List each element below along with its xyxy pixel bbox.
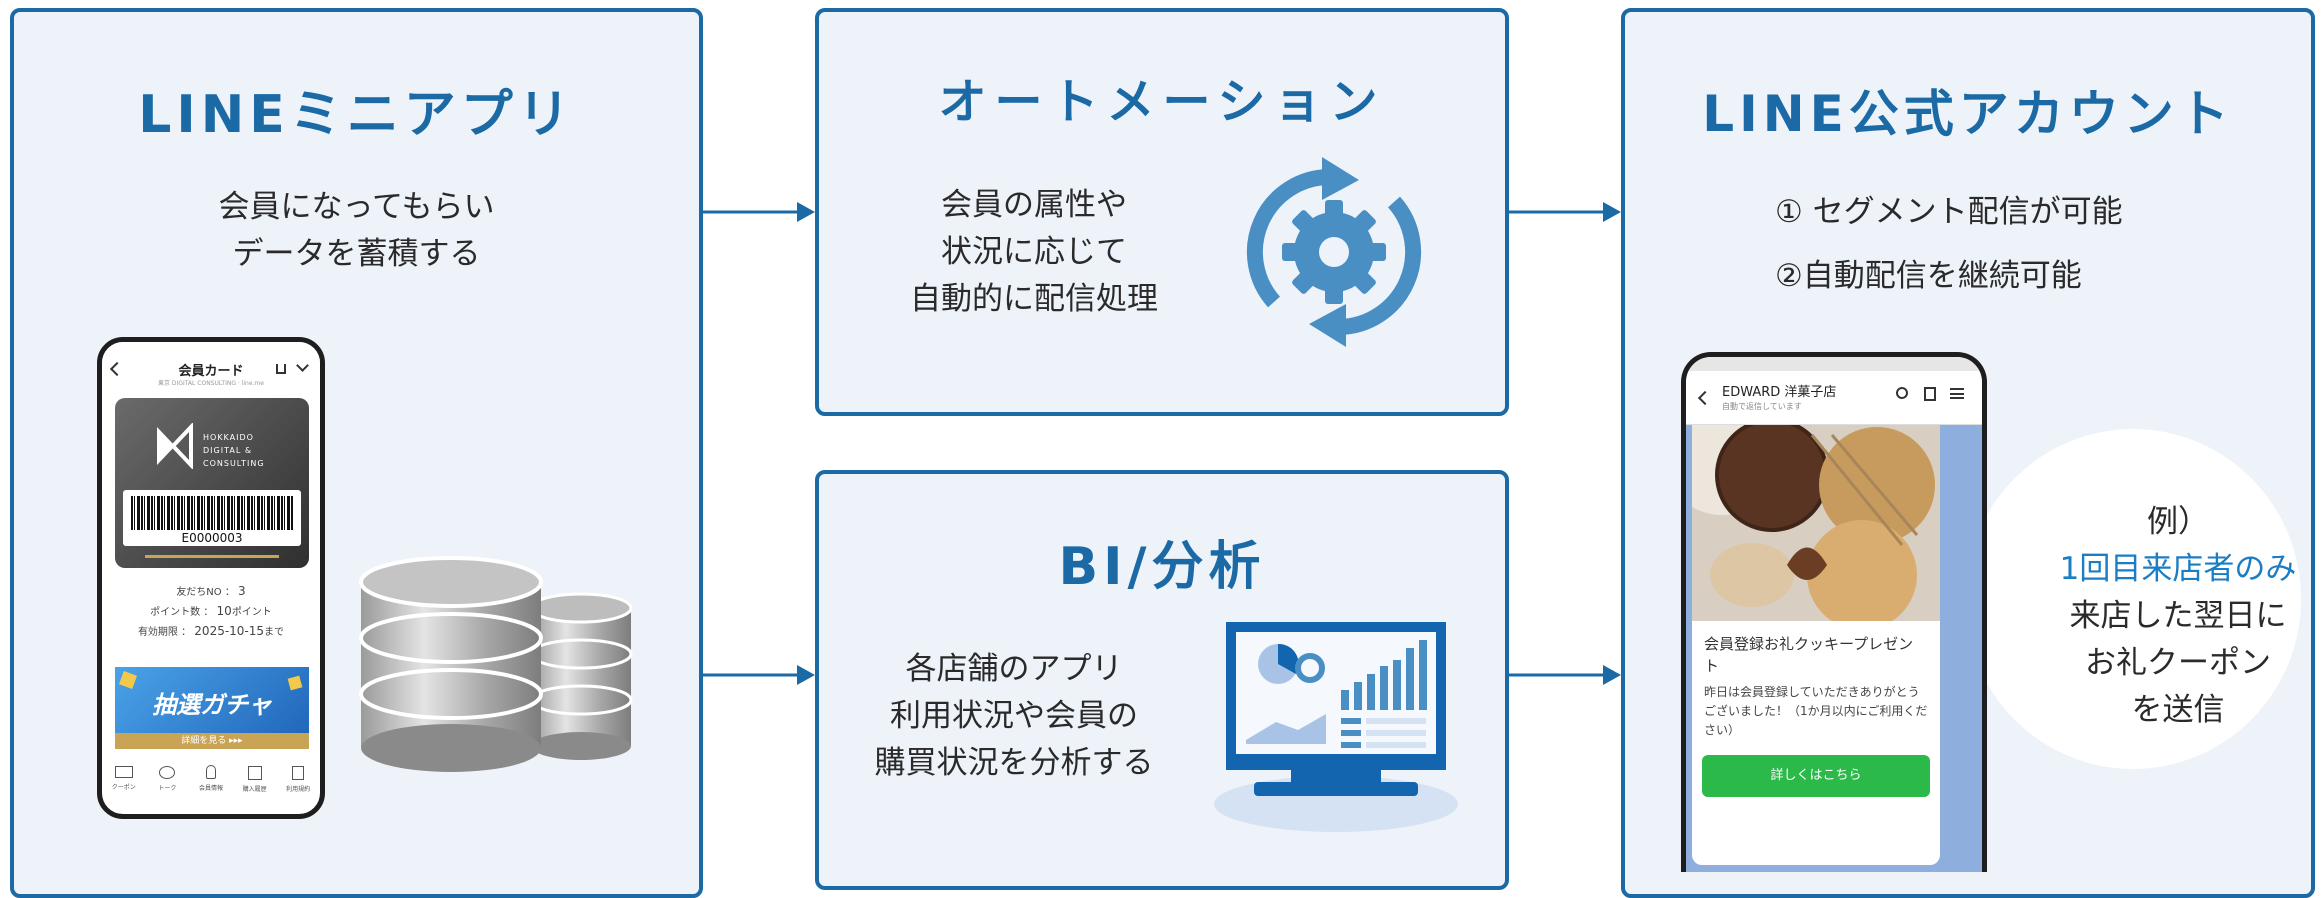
feature-item: ① セグメント配信が可能 [1775,194,2123,230]
arrow-miniapp-to-bi [703,665,815,685]
points-label: ポイント数 [150,607,201,618]
automation-desc: 会員の属性や 状況に応じて 自動的に配信処理 [879,182,1189,323]
feature-item: ②自動配信を継続可能 [1775,258,2082,294]
arrow-bi-to-official [1509,665,1621,685]
bi-desc-line: 購買状況を分析する [874,745,1154,781]
example-line: を送信 [2131,692,2225,728]
feature-list: ① セグメント配信が可能 ②自動配信を継続可能 [1775,180,2123,308]
menu-icon-bar [1950,393,1964,395]
expiry-value: 2025-10-15 [194,624,265,638]
chat-account-name: EDWARD 洋菓子店 [1722,385,1837,400]
message-body: 昨日は会員登録していただきありがとうございました！（1か月以内にご利用ください） [1704,685,1928,737]
phone-header: 会員カード 東京 DIGITAL CONSULTING · line.me [102,342,320,388]
nav-label: 会員情報 [198,785,223,792]
member-info: 友だちNO ： 3 ポイント数 ： 10ポイント 有効期限 ： 2025-10-… [102,582,320,642]
notch [1686,357,1982,371]
chat-message-card: 会員登録お礼クッキープレゼント 昨日は会員登録していただきありがとうございました… [1692,425,1940,865]
expiry-suffix: まで [264,627,285,638]
arrow-miniapp-to-automation [703,202,815,222]
barcode-number: E0000003 [181,531,243,545]
friend-no-row: 友だちNO ： 3 [176,584,246,598]
points-value: 10 [216,604,232,618]
bi-title: BI/分析 [1058,537,1266,597]
person-icon [205,765,216,779]
database-icon [359,556,633,772]
bi-panel: BI/分析 各店舗のアプリ 利用状況や会員の 購買状況を分析する [815,470,1509,890]
example-bubble: 例） 1回目来店者のみ 来店した翌日に お礼クーポン を送信 [1965,429,2301,769]
banner-title: 抽選ガチャ [152,691,272,719]
logo-line: CONSULTING [203,459,265,468]
bi-desc-line: 各店舗のアプリ [905,651,1123,687]
mini-app-desc: 会員になってもらい データを蓄積する [14,184,699,278]
nav-item-member[interactable]: 会員情報 [191,764,231,814]
bi-desc: 各店舗のアプリ 利用状況や会員の 購買状況を分析する [859,646,1169,787]
monitor-chart-icon [1214,622,1458,832]
logo-line: DIGITAL & [203,446,253,455]
document-icon [292,766,305,780]
automation-desc-line: 状況に応じて [941,234,1127,270]
details-button[interactable]: 詳しくはこちら [1702,755,1930,797]
logo-line: HOKKAIDO [203,433,254,442]
nav-item-terms[interactable]: 利用規約 [278,764,318,814]
example-text: 例） 1回目来店者のみ 来店した翌日に お礼クーポン を送信 [1965,499,2301,734]
automation-panel: オートメーション 会員の属性や 状況に応じて 自動的に配信処理 [815,8,1509,416]
chat-header: EDWARD 洋菓子店 自動で返信しています [1686,357,1982,425]
message-title: 会員登録お礼クッキープレゼント [1704,635,1914,675]
nav-item-coupon[interactable]: クーポン [104,764,144,814]
bottom-nav: クーポン トーク 会員情報 購入履歴 利用規約 [102,764,320,814]
nav-label: 購入履歴 [242,786,267,793]
search-icon[interactable] [1896,387,1908,399]
memo-icon[interactable] [1924,387,1936,401]
chat-bubble-icon [159,766,176,779]
lottery-banner[interactable]: 抽選ガチャ 詳細を見る ▸▸▸ [115,667,309,749]
automation-title: オートメーション [938,74,1386,130]
friend-no-label: 友だちNO [176,587,222,598]
points-unit: ポイント [231,607,272,618]
member-card-phone: 会員カード 東京 DIGITAL CONSULTING · line.me HO… [97,337,325,819]
gear-sync-icon [1246,157,1422,347]
mini-app-desc-line: データを蓄積する [232,236,481,272]
card-header-title: 会員カード [178,364,244,379]
example-highlight: 1回目来店者のみ [2059,551,2297,587]
nav-item-talk[interactable]: トーク [147,764,187,814]
card-header-sub: 東京 DIGITAL CONSULTING · line.me [158,380,264,387]
nav-item-history[interactable]: 購入履歴 [235,764,275,814]
cookie-photo [1692,425,1940,621]
barcode-box: E0000003 [123,490,301,546]
company-logo-text: HOKKAIDO DIGITAL & CONSULTING [203,431,265,470]
receipt-icon [247,766,262,780]
automation-desc-line: 会員の属性や [941,187,1127,223]
share-icon[interactable] [276,364,286,374]
example-line: 来店した翌日に [2069,598,2287,634]
mini-app-panel: LINEミニアプリ 会員になってもらい データを蓄積する 会員カード 東京 DI… [10,8,703,898]
chat-account-sub: 自動で返信しています [1722,402,1802,411]
mini-app-desc-line: 会員になってもらい [218,189,495,225]
expiry-row: 有効期限 ： 2025-10-15まで [137,624,285,638]
nav-label: クーポン [111,784,136,791]
company-logo-icon [157,423,193,469]
official-account-panel: LINE公式アカウント ① セグメント配信が可能 ②自動配信を継続可能 例） 1… [1621,8,2315,898]
example-label: 例） [2147,504,2209,540]
mini-app-title: LINEミニアプリ [138,85,575,145]
official-account-title: LINE公式アカウント [1702,85,2234,143]
expiry-label: 有効期限 [137,627,178,638]
line-chat-phone: EDWARD 洋菓子店 自動で返信しています 会員登録お礼クッキープレゼ [1681,352,1987,872]
back-icon[interactable] [1697,390,1713,406]
barcode [131,496,293,530]
friend-no-value: 3 [238,584,246,598]
nav-label: 利用規約 [286,786,311,793]
member-card: HOKKAIDO DIGITAL & CONSULTING E0000003 [115,398,309,568]
bi-desc-line: 利用状況や会員の [890,698,1138,734]
coupon-icon [114,766,133,778]
arrow-automation-to-official [1509,202,1621,222]
gold-line [145,555,279,558]
example-line: お礼クーポン [2085,645,2271,681]
banner-link[interactable]: 詳細を見る ▸▸▸ [115,733,309,749]
points-row: ポイント数 ： 10ポイント [150,604,272,618]
nav-label: トーク [158,785,177,792]
automation-desc-line: 自動的に配信処理 [910,281,1158,317]
menu-icon[interactable] [1950,388,1964,399]
